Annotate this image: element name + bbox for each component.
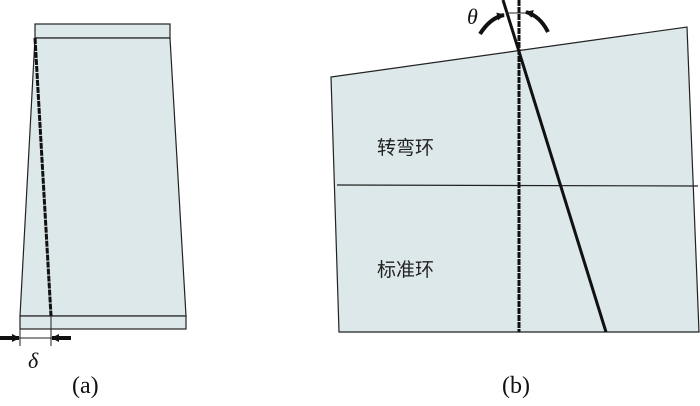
- tilted-axis-b: [501, 0, 608, 333]
- tilted-axis-a: [33, 37, 53, 317]
- panel-b: θ 转弯环 标准环 (b): [330, 0, 700, 399]
- top-ring-a: [34, 23, 171, 39]
- lower-ring-label: 标准环: [377, 259, 434, 281]
- ring-body-b: [330, 26, 700, 333]
- tapered-ring-a: [19, 37, 187, 317]
- theta-symbol: θ: [467, 4, 478, 29]
- caption-b: (b): [502, 373, 530, 399]
- upper-ring-label: 转弯环: [377, 137, 434, 159]
- panel-a: δ (a): [0, 23, 187, 399]
- bottom-ring-a: [19, 315, 187, 330]
- delta-symbol: δ: [28, 348, 39, 373]
- theta-arc-right-icon: [525, 10, 550, 33]
- theta-arc-left-icon: [478, 12, 505, 36]
- caption-a: (a): [72, 373, 99, 399]
